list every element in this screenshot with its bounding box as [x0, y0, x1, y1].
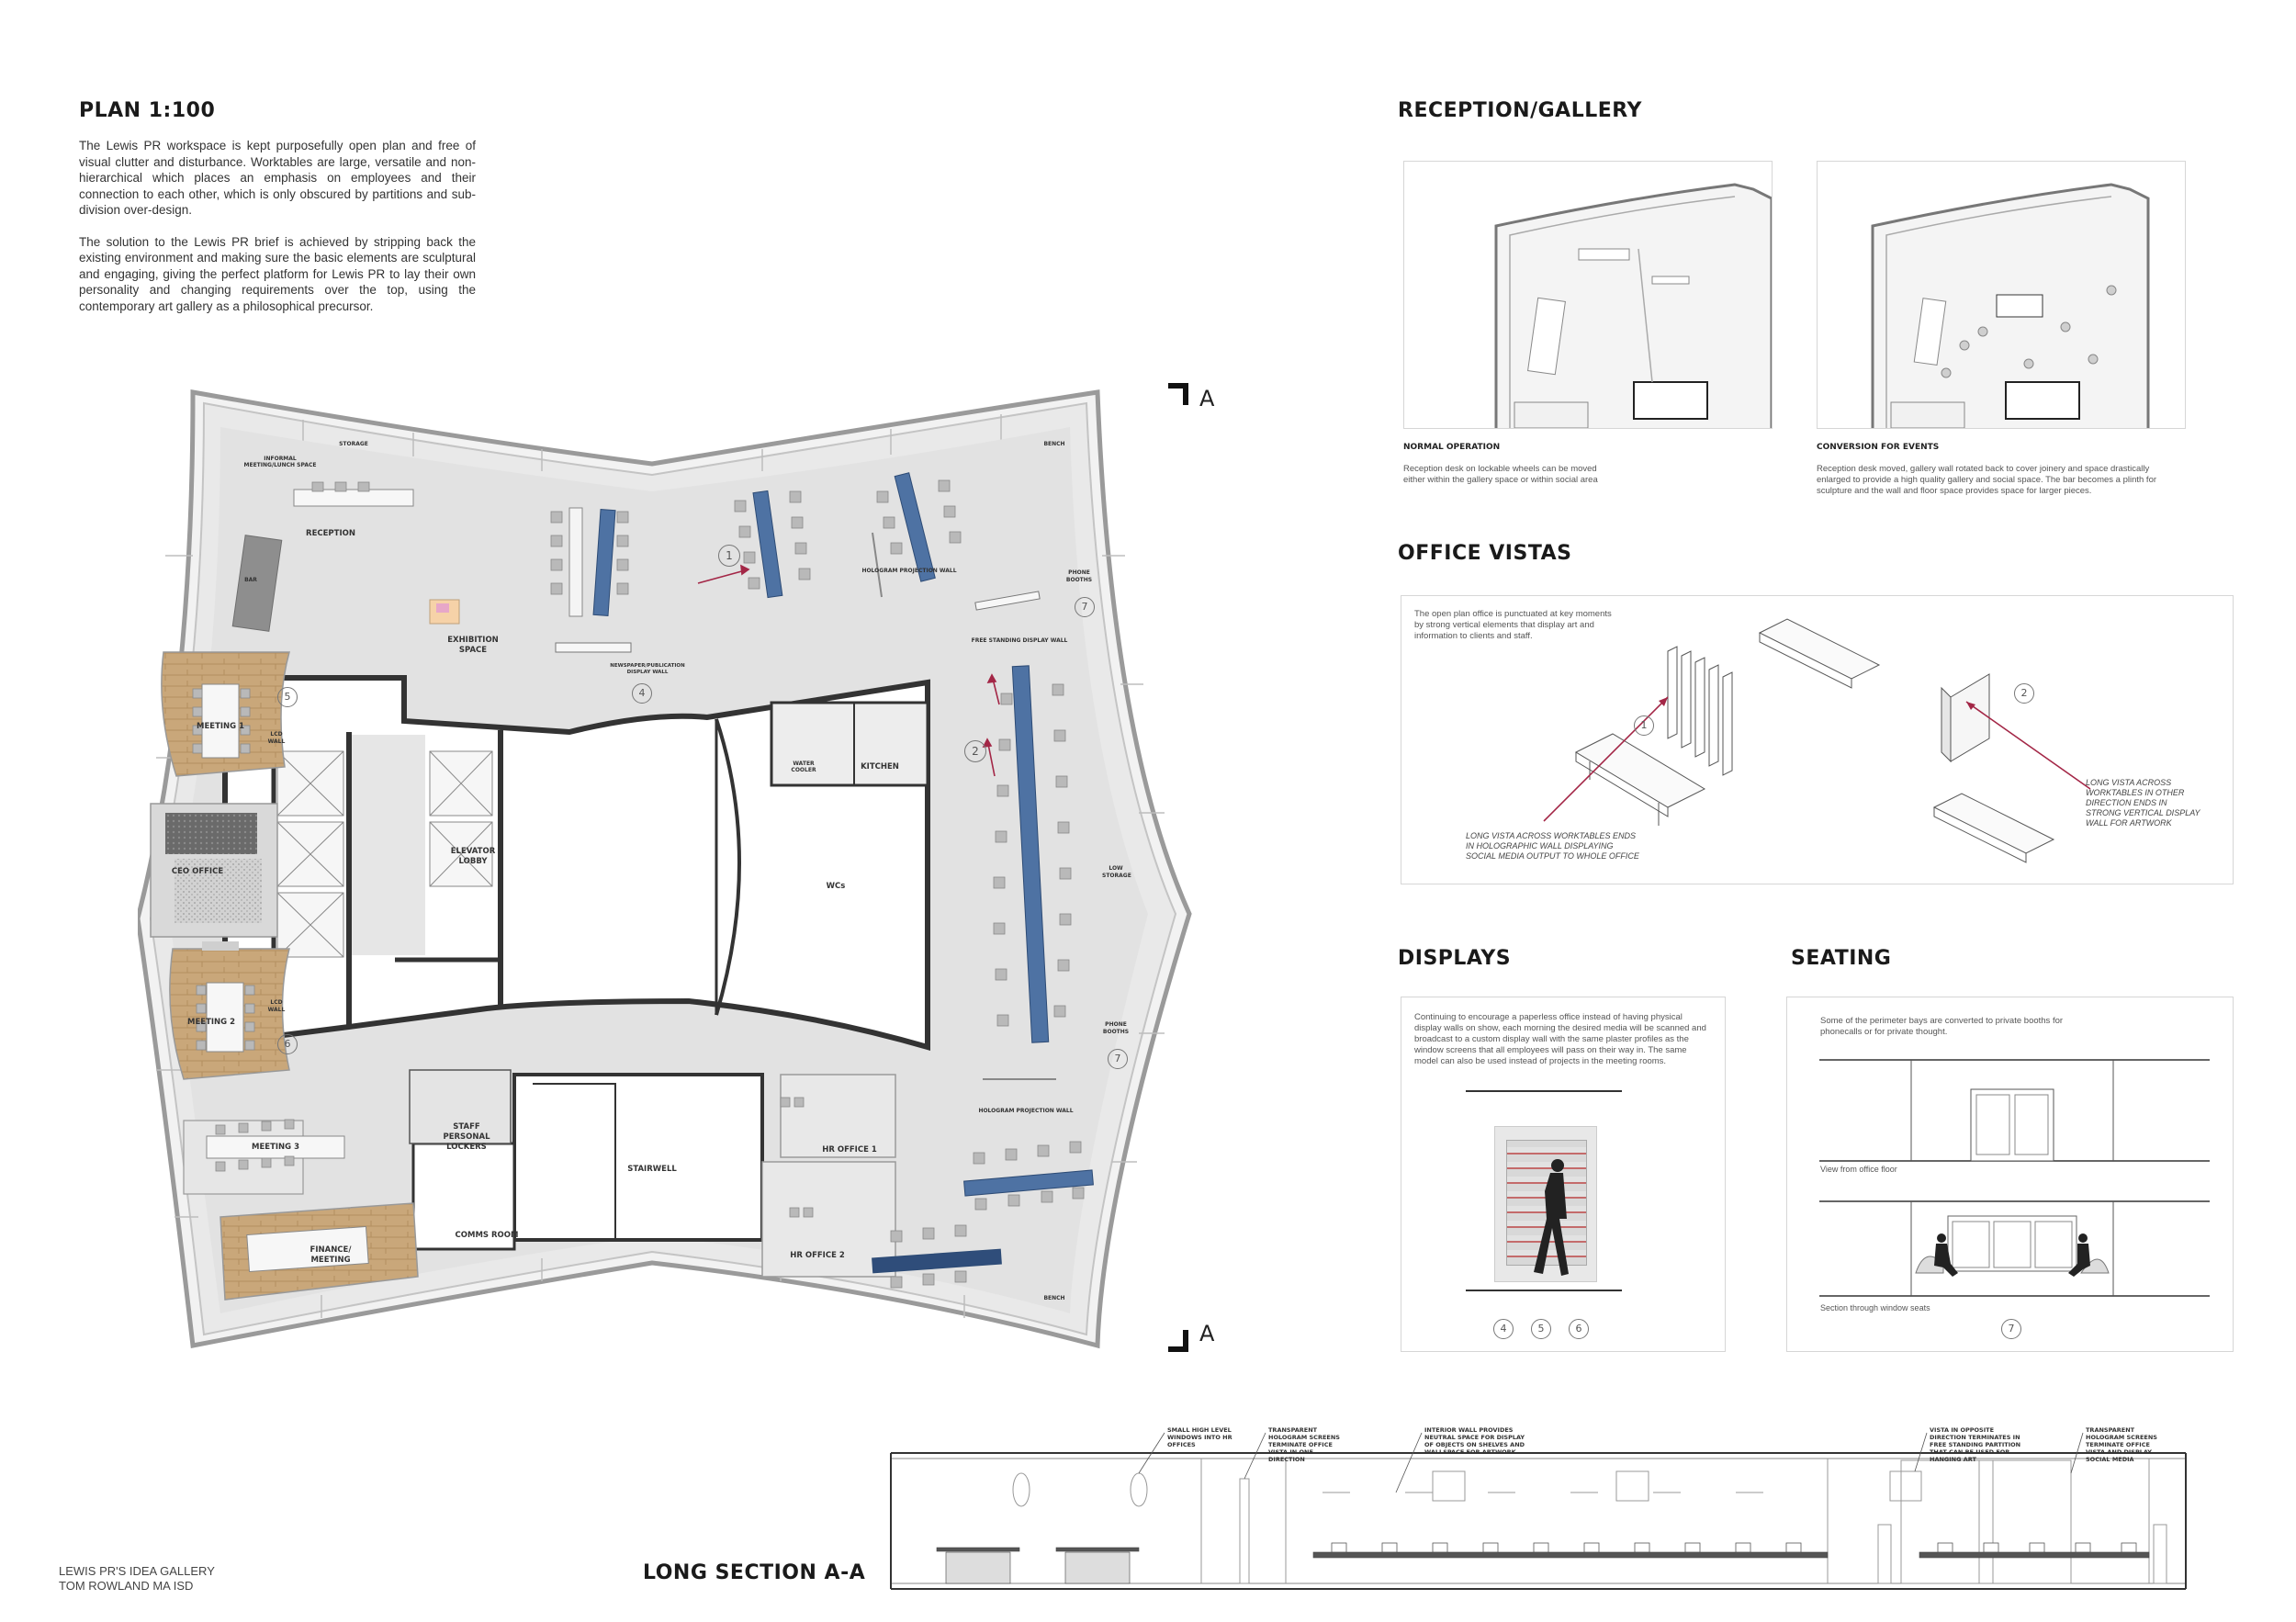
- worktable-group: [568, 472, 1094, 1274]
- label-finance: FINANCE/ MEETING: [310, 1245, 352, 1265]
- label-stairwell: STAIRWELL: [627, 1165, 677, 1174]
- reception-events-drawing: [1817, 161, 2186, 429]
- label-staff-lockers: STAFF PERSONAL LOCKERS: [443, 1122, 490, 1152]
- vistas-panel: The open plan office is punctuated at ke…: [1401, 595, 2234, 884]
- section-marker-top-icon: [1168, 383, 1188, 405]
- seating-caption-2: Section through window seats: [1820, 1303, 1930, 1312]
- plan-paragraph-1: The Lewis PR workspace is kept purposefu…: [79, 139, 476, 217]
- label-elevator-lobby: ELEVATOR LOBBY: [450, 847, 496, 866]
- label-comms-room: COMMS ROOM: [455, 1231, 519, 1240]
- long-section-drawing: [890, 1432, 2187, 1590]
- plan-marker-2: 2: [964, 740, 986, 762]
- section-note-4: VISTA IN OPPOSITE DIRECTION TERMINATES I…: [1930, 1426, 2021, 1463]
- plan-description: The Lewis PR workspace is kept purposefu…: [79, 138, 476, 330]
- displays-marker-6: 6: [1569, 1319, 1589, 1339]
- vistas-marker-1: 1: [1634, 715, 1654, 736]
- seating-text: Some of the perimeter bays are converted…: [1820, 1016, 2064, 1037]
- person-silhouette-icon: [1534, 1159, 1569, 1276]
- plan-marker-1: 1: [718, 545, 740, 567]
- label-phone-booths-1: PHONE BOOTHS: [1065, 569, 1093, 583]
- plan-paragraph-2: The solution to the Lewis PR brief is ac…: [79, 234, 476, 313]
- plan-title: PLAN 1:100: [79, 99, 216, 122]
- label-informal: INFORMAL MEETING/LUNCH SPACE: [243, 456, 317, 468]
- section-title: LONG SECTION A-A: [643, 1561, 866, 1584]
- vistas-note-1: LONG VISTA ACROSS WORKTABLES ENDS IN HOL…: [1466, 831, 1639, 861]
- section-note-2: TRANSPARENT HOLOGRAM SCREENS TERMINATE O…: [1268, 1426, 1340, 1463]
- label-hologram-wall: HOLOGRAM PROJECTION WALL: [861, 568, 957, 574]
- floor-plan: [138, 389, 1192, 1349]
- section-note-1: SMALL HIGH LEVEL WINDOWS INTO HR OFFICES: [1167, 1426, 1232, 1448]
- label-low-storage: LOW STORAGE: [1102, 865, 1131, 879]
- section-chairs: [1331, 1542, 2137, 1553]
- vistas-intro: The open plan office is punctuated at ke…: [1414, 609, 1612, 641]
- reception-events-caption: CONVERSION FOR EVENTS: [1817, 443, 1940, 452]
- section-note-5: TRANSPARENT HOLOGRAM SCREENS TERMINATE O…: [2086, 1426, 2157, 1463]
- footer-author: TOM ROWLAND MA ISD: [59, 1579, 194, 1593]
- label-lcd-wall-2: LCD WALL: [267, 999, 286, 1013]
- reception-events-text: Reception desk moved, gallery wall rotat…: [1817, 464, 2157, 496]
- section-marker-bottom: A: [1199, 1321, 1215, 1346]
- label-hologram-wall-2: HOLOGRAM PROJECTION WALL: [978, 1108, 1074, 1114]
- label-wcs: WCs: [826, 882, 846, 891]
- label-meeting2: MEETING 2: [187, 1018, 235, 1027]
- seating-title: SEATING: [1791, 947, 1892, 970]
- reception-normal-caption: NORMAL OPERATION: [1403, 443, 1501, 452]
- label-phone-booths-2: PHONE BOOTHS: [1102, 1021, 1130, 1035]
- plan-marker-7b: 7: [1108, 1049, 1128, 1069]
- vistas-marker-2: 2: [2014, 683, 2034, 704]
- plan-marker-7: 7: [1075, 597, 1095, 617]
- bar-counter: [231, 535, 283, 632]
- reception-title: RECEPTION/GALLERY: [1398, 99, 1642, 122]
- label-water-cooler: WATER COOLER: [791, 760, 816, 773]
- label-exhibition: EXHIBITION SPACE: [447, 636, 499, 655]
- label-hr-office-1: HR OFFICE 1: [822, 1145, 877, 1155]
- label-meeting1: MEETING 1: [197, 722, 244, 731]
- vistas-note-2: LONG VISTA ACROSS WORKTABLES IN OTHER DI…: [2086, 778, 2200, 828]
- vistas-title: OFFICE VISTAS: [1398, 542, 1572, 565]
- label-free-standing-wall: FREE STANDING DISPLAY WALL: [971, 637, 1068, 644]
- label-bench-bottom: BENCH: [1043, 1295, 1065, 1301]
- seated-people: [1934, 1233, 2090, 1277]
- label-reception: RECEPTION: [306, 529, 355, 538]
- displays-marker-5: 5: [1531, 1319, 1551, 1339]
- displays-panel: Continuing to encourage a paperless offi…: [1401, 997, 1726, 1352]
- seating-caption-1: View from office floor: [1820, 1165, 1897, 1174]
- plan-marker-5: 5: [277, 687, 298, 707]
- displays-text: Continuing to encourage a paperless offi…: [1414, 1012, 1706, 1066]
- plan-marker-4: 4: [632, 683, 652, 704]
- section-marker-bottom-icon: [1168, 1330, 1188, 1352]
- label-hr-office-2: HR OFFICE 2: [790, 1251, 845, 1260]
- seating-marker-7: 7: [2001, 1319, 2021, 1339]
- displays-marker-4: 4: [1493, 1319, 1514, 1339]
- label-kitchen: KITCHEN: [861, 762, 899, 772]
- chairs: [192, 479, 1085, 1289]
- section-marker-top: A: [1199, 386, 1215, 411]
- displays-title: DISPLAYS: [1398, 947, 1512, 970]
- label-bench-top: BENCH: [1043, 441, 1065, 447]
- display-wall-image: [1494, 1126, 1597, 1282]
- reception-normal-text: Reception desk on lockable wheels can be…: [1403, 464, 1598, 485]
- footer-project: LEWIS PR'S IDEA GALLERY: [59, 1564, 215, 1578]
- label-storage: STORAGE: [339, 441, 368, 447]
- reception-normal-drawing: [1403, 161, 1773, 429]
- label-ceo-office: CEO OFFICE: [171, 867, 224, 876]
- label-lcd-wall-1: LCD WALL: [267, 731, 286, 745]
- seating-panel: Some of the perimeter bays are converted…: [1786, 997, 2234, 1352]
- label-bar: BAR: [244, 577, 257, 583]
- footer: LEWIS PR'S IDEA GALLERY TOM ROWLAND MA I…: [59, 1564, 215, 1594]
- plan-marker-6: 6: [277, 1034, 298, 1054]
- label-meeting3: MEETING 3: [252, 1143, 299, 1152]
- label-newspaper-wall: NEWSPAPER/PUBLICATION DISPLAY WALL: [610, 663, 685, 675]
- vista-arrows: [697, 564, 1000, 777]
- section-note-3: INTERIOR WALL PROVIDES NEUTRAL SPACE FOR…: [1424, 1426, 1525, 1456]
